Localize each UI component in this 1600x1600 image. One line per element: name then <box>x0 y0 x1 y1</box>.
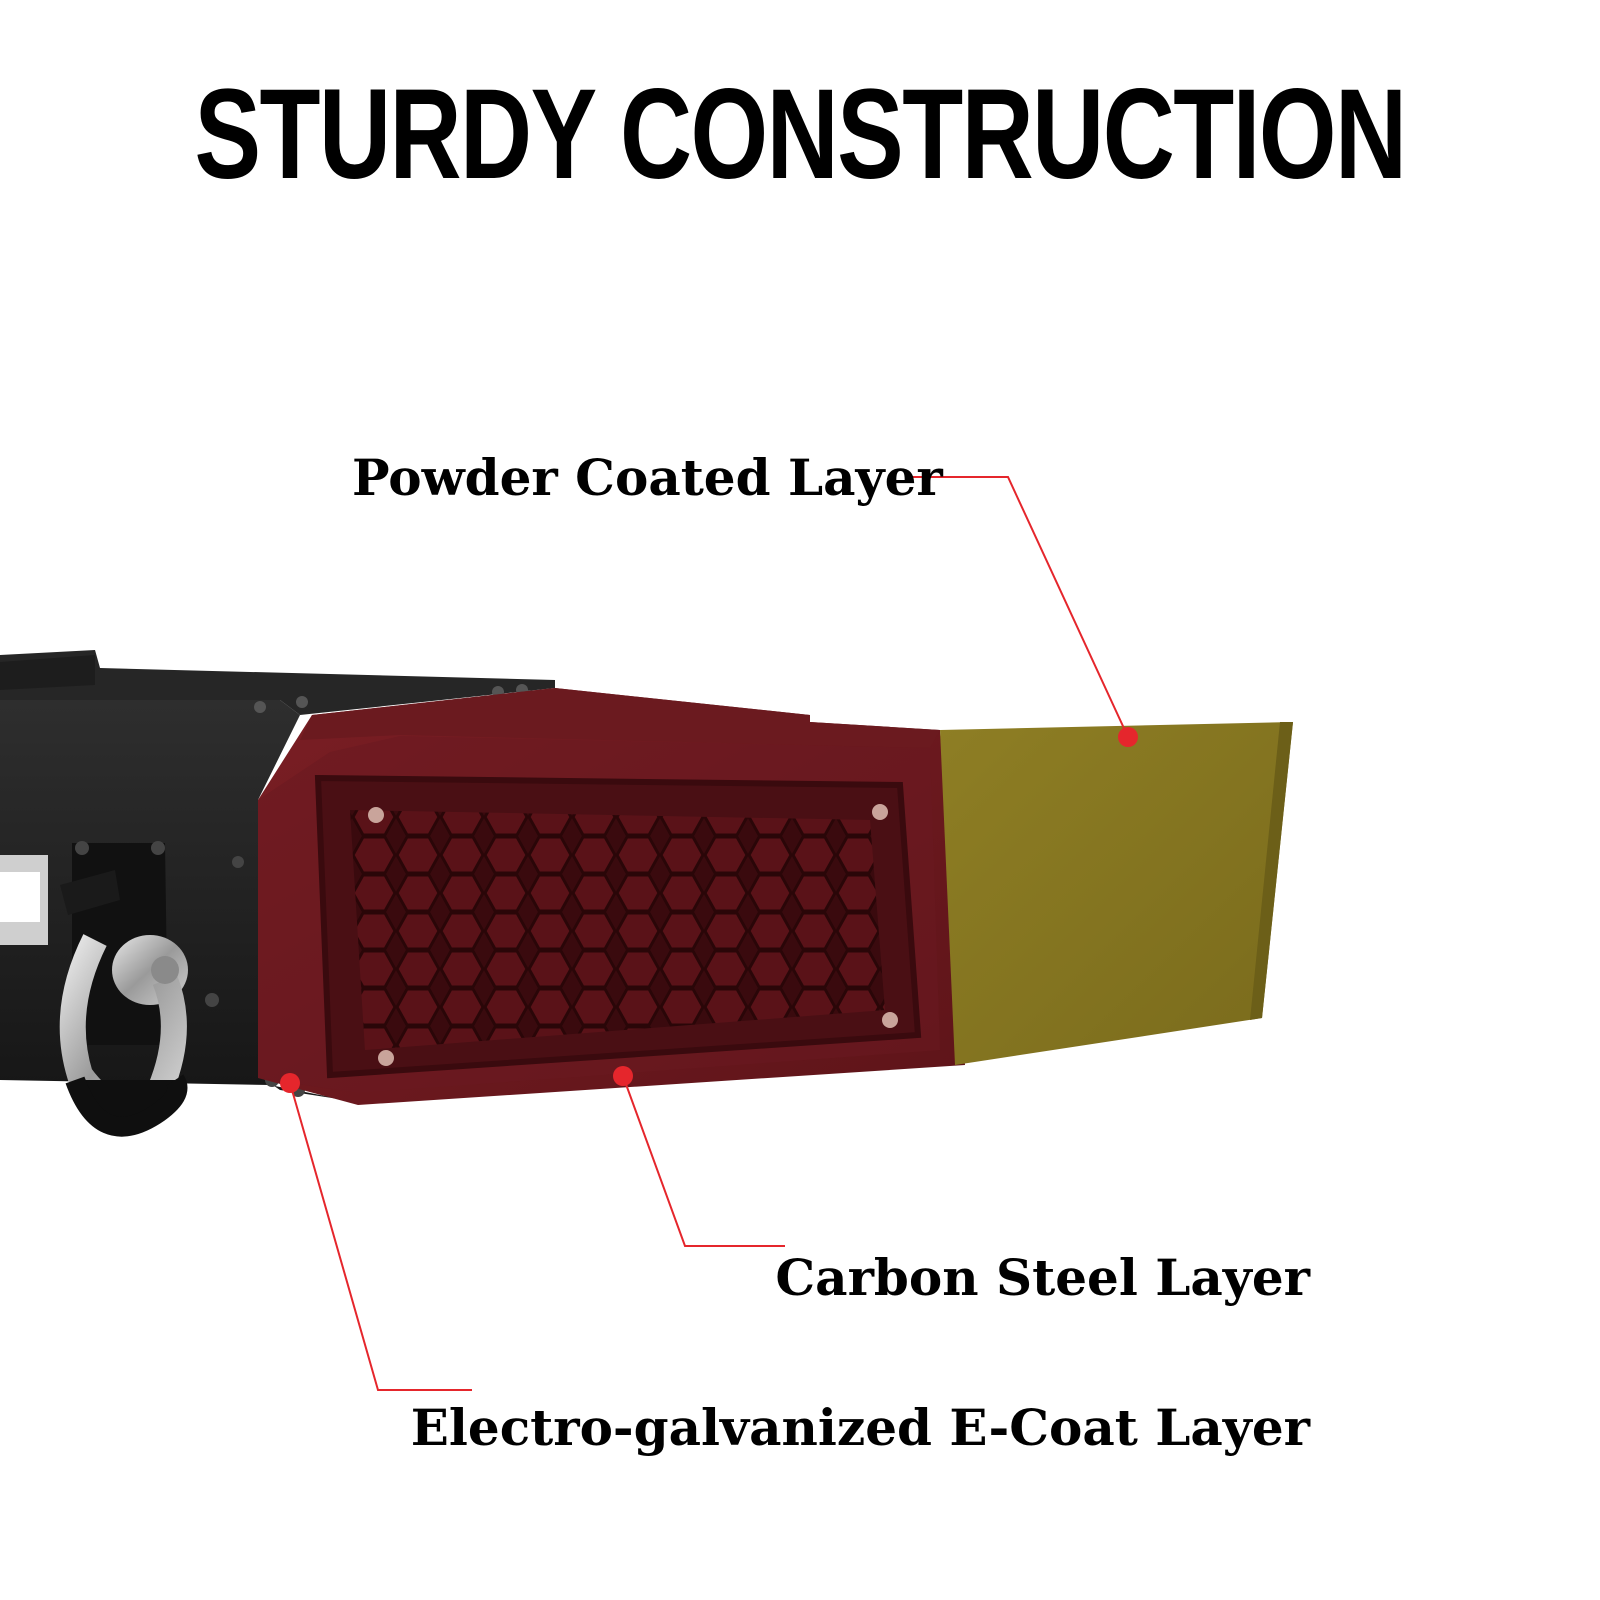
shackle-icon <box>59 870 188 1137</box>
carbon-marker-dot <box>613 1066 633 1086</box>
powder-marker-dot <box>1118 727 1138 747</box>
page-title: STURDY CONSTRUCTION <box>194 63 1408 206</box>
carbon-steel-red-section <box>258 688 965 1105</box>
carbon-steel-label: Carbon Steel Layer <box>775 1248 1310 1307</box>
ecoat-marker-dot <box>280 1073 300 1093</box>
carbon-leader-line <box>622 1075 785 1247</box>
powder-leader-line <box>910 476 1129 738</box>
ecoat-label: Electro-galvanized E-Coat Layer <box>410 1398 1310 1457</box>
powder-coat-gold-section <box>940 722 1293 1065</box>
mesh-grille-icon <box>314 774 922 1079</box>
ecoat-leader-line <box>289 1082 472 1391</box>
powder-coated-label: Powder Coated Layer <box>352 448 943 507</box>
leader-lines <box>289 476 1129 1391</box>
bolt-icon <box>368 804 898 1066</box>
